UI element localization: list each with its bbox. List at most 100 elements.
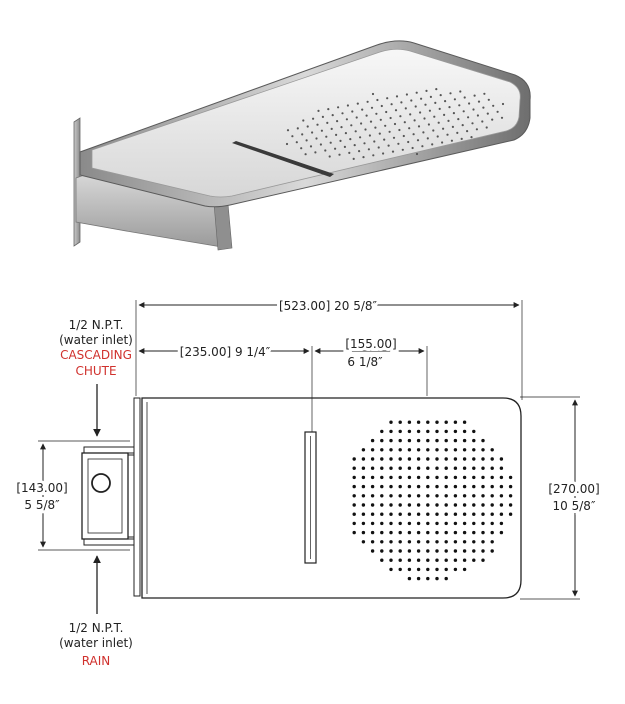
rain-nozzle (462, 567, 467, 572)
bottom-inlet-desc: (water inlet) (59, 636, 133, 650)
rain-nozzle (453, 475, 458, 480)
rain-nozzle (416, 466, 421, 470)
rain-nozzle (361, 484, 366, 489)
rain-nozzle-render (487, 98, 490, 101)
rain-nozzle-render (306, 125, 309, 128)
rain-nozzle (444, 567, 448, 572)
rain-nozzle-render (385, 110, 388, 114)
rain-nozzle-render (388, 130, 391, 133)
rain-nozzle-render (438, 107, 441, 110)
technical-drawing (38, 300, 580, 614)
rain-nozzle (407, 530, 412, 535)
rain-nozzle (453, 494, 458, 498)
rain-nozzle-render (386, 97, 389, 100)
rain-nozzle (481, 558, 485, 562)
rain-nozzle-render (496, 110, 499, 113)
rain-nozzle-render (453, 98, 456, 101)
rain-nozzle (370, 549, 375, 553)
rain-nozzle-render (383, 138, 386, 141)
rain-nozzle-render (481, 120, 484, 123)
rain-nozzle (499, 494, 504, 498)
rain-nozzle (435, 448, 439, 452)
rain-nozzle (462, 530, 467, 535)
rain-nozzle-render (439, 94, 442, 97)
rain-nozzle (472, 466, 476, 470)
rain-nozzle-render (301, 133, 304, 136)
rain-nozzle-render (352, 157, 355, 160)
rain-nozzle-render (414, 105, 417, 108)
rain-nozzle (435, 503, 439, 507)
rain-nozzle-render (459, 90, 462, 93)
rain-nozzle-render (443, 113, 446, 116)
rain-nozzle-render (416, 139, 420, 142)
rain-nozzle-render (361, 108, 364, 111)
rain-nozzle (426, 429, 430, 434)
rain-nozzle (490, 521, 494, 526)
rain-nozzle-render (407, 140, 410, 144)
rain-nozzle-render (404, 107, 407, 110)
rain-nozzle (481, 457, 485, 461)
rain-nozzle-render (458, 104, 461, 107)
rain-nozzle-render (316, 123, 319, 126)
rain-nozzle-render (397, 142, 400, 145)
rain-nozzle-render (462, 110, 465, 113)
rain-nozzle (435, 549, 439, 553)
rain-nozzle (453, 530, 458, 535)
rain-nozzle (453, 466, 458, 470)
rain-nozzle-render (436, 135, 439, 138)
rain-nozzle (426, 503, 430, 507)
rain-nozzle-render (321, 115, 324, 118)
rain-nozzle (472, 549, 476, 553)
label-width-in: 10 5/8″ (553, 499, 596, 513)
rain-nozzle (426, 558, 430, 562)
rain-nozzle (370, 448, 375, 452)
rain-nozzle-render (475, 128, 478, 131)
rain-nozzle (435, 530, 439, 535)
rain-nozzle (380, 503, 384, 507)
rain-nozzle (361, 466, 366, 470)
rain-nozzle-render (402, 134, 405, 138)
rain-nozzle (435, 466, 439, 470)
mounting-bracket (81, 452, 129, 540)
rain-nozzle (352, 494, 356, 498)
rain-nozzle (462, 448, 467, 452)
rain-nozzle-render (463, 96, 466, 99)
rain-nozzle-render (286, 129, 290, 132)
rain-nozzle (444, 494, 448, 498)
rain-nozzle (444, 530, 448, 535)
rain-nozzle (416, 484, 421, 489)
rain-nozzle-render (367, 148, 370, 151)
rain-nozzle (499, 521, 504, 526)
rain-nozzle (416, 549, 421, 553)
top-inlet-name-1: CASCADING (60, 348, 132, 362)
rain-nozzle (352, 484, 356, 489)
rain-nozzle (416, 567, 421, 572)
rain-nozzle (435, 521, 439, 526)
rain-nozzle (490, 512, 494, 516)
rain-nozzle (370, 530, 375, 535)
rain-nozzle (435, 420, 439, 424)
rain-nozzle (462, 494, 467, 498)
rain-nozzle (444, 438, 448, 443)
rain-nozzle-render (358, 150, 361, 153)
rain-nozzle (481, 438, 485, 443)
rain-nozzle (389, 558, 393, 562)
rain-nozzle-render (405, 93, 408, 96)
rain-nozzle (499, 503, 504, 507)
rain-nozzle (462, 457, 467, 461)
rain-nozzle (444, 466, 448, 470)
rain-nozzle (407, 576, 412, 581)
rain-nozzle (380, 484, 384, 489)
rain-nozzle-render (427, 123, 430, 126)
rain-nozzle-render (338, 153, 341, 156)
rain-nozzle-render (449, 92, 452, 95)
rain-nozzle (370, 521, 375, 526)
rain-nozzle (490, 494, 494, 498)
rain-nozzle (490, 475, 494, 480)
rain-nozzle-render (491, 118, 494, 121)
rain-nozzle (472, 512, 476, 516)
rain-nozzle-render (309, 145, 313, 148)
rain-nozzle (426, 448, 430, 452)
rain-nozzle (416, 540, 421, 544)
